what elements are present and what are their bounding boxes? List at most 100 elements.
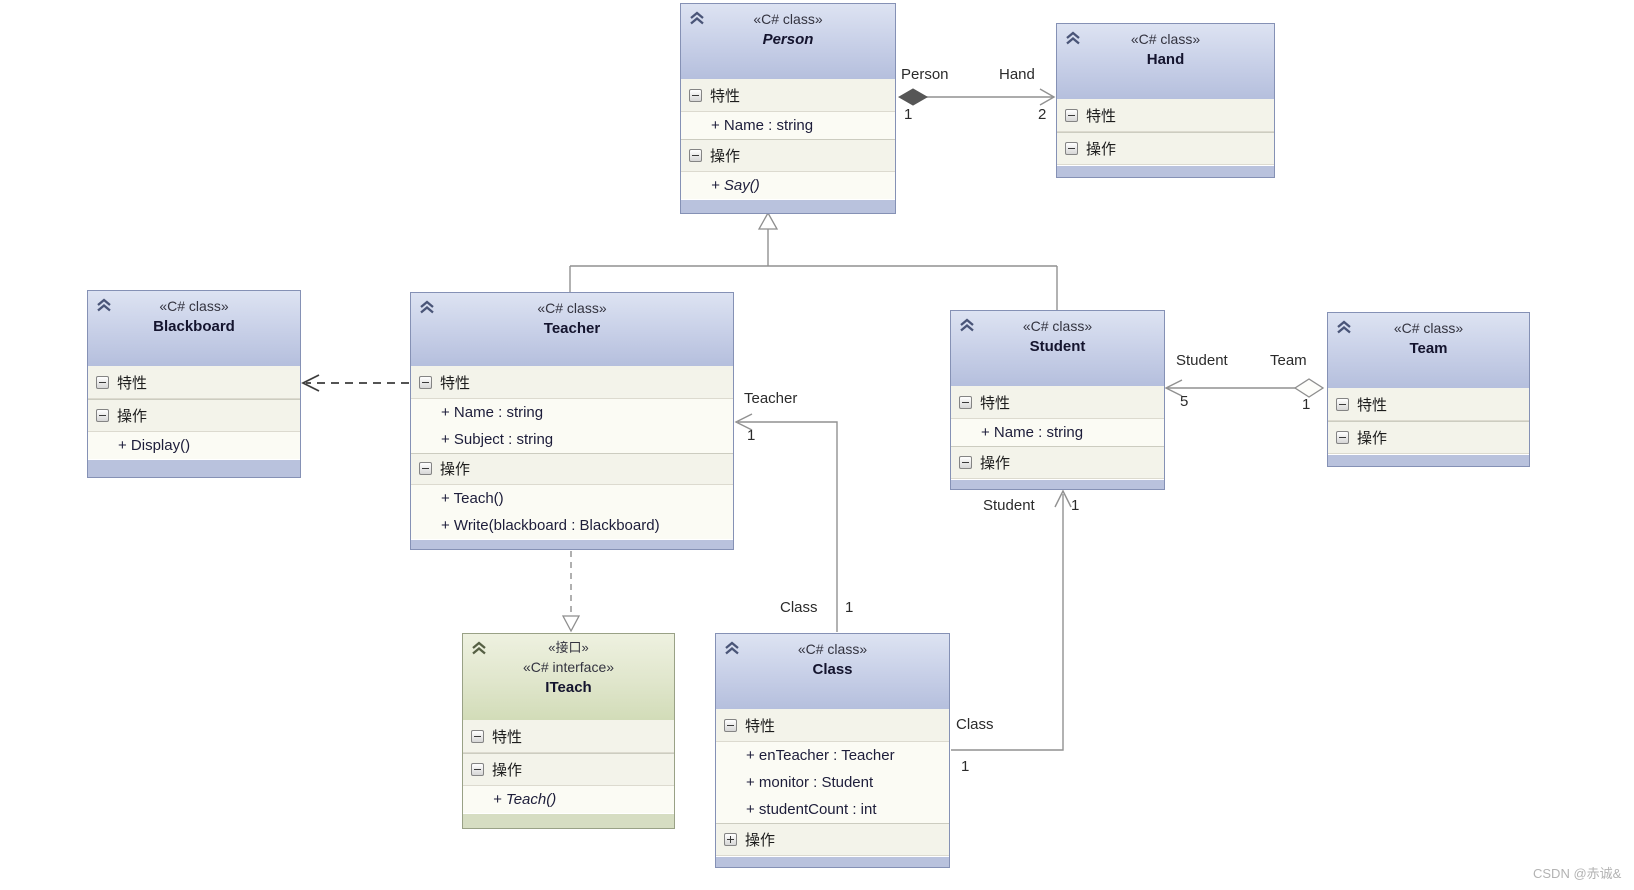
role-label-class-teacher-end: Class: [780, 599, 818, 616]
collapse-chevron-icon[interactable]: [958, 318, 976, 333]
aggregation-connector-student-team[interactable]: [1164, 378, 1325, 398]
collapse-section-icon[interactable]: [96, 409, 109, 422]
dependency-connector-teacher-blackboard[interactable]: [301, 374, 409, 392]
role-label-hand: Hand: [999, 66, 1035, 83]
operations-section-header: 操作: [1328, 421, 1529, 454]
collapse-section-icon[interactable]: [1336, 397, 1349, 411]
class-name: Hand: [1146, 51, 1185, 68]
box-footer: [1328, 454, 1529, 466]
class-name: Student: [1029, 338, 1086, 355]
class-header-class: «C# class» Class: [716, 634, 949, 709]
section-label: 操作: [745, 832, 776, 849]
operations-section-header: 操作: [681, 139, 895, 172]
collapse-chevron-icon[interactable]: [723, 641, 741, 656]
class-box-blackboard[interactable]: «C# class» Blackboard 特性 操作 + Display(): [87, 290, 301, 478]
stereotype-label: «C# interface»: [522, 659, 615, 675]
realization-connector-teacher-iteach[interactable]: [561, 551, 581, 633]
multiplicity-student: 1: [1071, 497, 1080, 514]
interface-box-iteach[interactable]: «接口» «C# interface» ITeach 特性 操作 + Teach…: [462, 633, 675, 829]
class-box-team[interactable]: «C# class» Team 特性 操作: [1327, 312, 1530, 467]
collapse-section-icon[interactable]: [471, 763, 484, 776]
collapse-section-icon[interactable]: [689, 88, 702, 102]
collapse-section-icon[interactable]: [419, 375, 432, 389]
collapse-section-icon[interactable]: [959, 395, 972, 409]
class-box-class[interactable]: «C# class» Class 特性 + enTeacher : Teache…: [715, 633, 950, 868]
composition-connector-person-hand[interactable]: [897, 88, 1056, 106]
section-label: 特性: [710, 87, 741, 105]
collapse-chevron-icon[interactable]: [1064, 31, 1082, 46]
stereotype-label: «C# class»: [537, 300, 607, 316]
collapse-section-icon[interactable]: [1065, 108, 1078, 122]
section-label: 特性: [745, 717, 776, 735]
class-header-teacher: «C# class» Teacher: [411, 293, 733, 367]
attributes-section-header: 特性: [681, 79, 895, 112]
interface-name: ITeach: [545, 679, 592, 696]
section-label: 特性: [980, 394, 1011, 412]
class-box-hand[interactable]: «C# class» Hand 特性 操作: [1056, 23, 1275, 178]
collapse-chevron-icon[interactable]: [95, 298, 113, 313]
attributes-section-header: 特性: [1057, 99, 1274, 132]
role-label-student: Student: [983, 497, 1035, 514]
box-footer: [1057, 165, 1274, 177]
inheritance-connector-person[interactable]: [569, 211, 1058, 311]
collapse-section-icon[interactable]: [1065, 142, 1078, 155]
operations-section-header: 操作: [951, 446, 1164, 479]
section-label: 操作: [710, 148, 741, 165]
collapse-chevron-icon[interactable]: [688, 11, 706, 26]
attribute-row: + monitor : Student: [716, 769, 949, 796]
collapse-section-icon[interactable]: [724, 718, 737, 732]
operations-section-header: 操作: [716, 823, 949, 856]
collapse-section-icon[interactable]: [689, 149, 702, 162]
class-name: Teacher: [543, 320, 601, 337]
role-label-teacher: Teacher: [744, 390, 798, 407]
multiplicity-student-team: 5: [1180, 393, 1189, 410]
operation-row: + Teach(): [463, 786, 674, 813]
multiplicity-hand: 2: [1038, 106, 1047, 123]
multiplicity-class-student-end: 1: [961, 758, 970, 775]
expand-section-icon[interactable]: [724, 833, 737, 846]
collapse-chevron-icon[interactable]: [1335, 320, 1353, 335]
stereotype-label: «C# class»: [1393, 320, 1464, 336]
attributes-section-header: 特性: [716, 709, 949, 742]
class-box-teacher[interactable]: «C# class» Teacher 特性 + Name : string + …: [410, 292, 734, 550]
section-label: 操作: [1357, 430, 1388, 447]
stereotype-label: «接口»: [548, 640, 589, 655]
stereotype-label: «C# class»: [797, 641, 868, 657]
attributes-section-header: 特性: [1328, 388, 1529, 421]
role-label-person: Person: [901, 66, 949, 83]
multiplicity-team: 1: [1302, 396, 1311, 413]
section-label: 特性: [117, 374, 148, 392]
box-footer: [463, 813, 674, 828]
collapse-chevron-icon[interactable]: [470, 641, 488, 656]
collapse-section-icon[interactable]: [959, 456, 972, 469]
collapse-chevron-icon[interactable]: [418, 300, 436, 315]
role-label-team: Team: [1270, 352, 1307, 369]
attribute-row: + Name : string: [951, 419, 1164, 446]
box-footer: [716, 856, 949, 867]
operation-row: + Teach(): [411, 485, 733, 512]
role-label-class-student-end: Class: [956, 716, 994, 733]
box-footer: [681, 199, 895, 213]
attribute-row: + Name : string: [411, 398, 733, 426]
class-header-team: «C# class» Team: [1328, 313, 1529, 388]
collapse-section-icon[interactable]: [96, 375, 109, 389]
class-box-student[interactable]: «C# class» Student 特性 + Name : string 操作: [950, 310, 1165, 490]
collapse-section-icon[interactable]: [471, 729, 484, 743]
operation-row: + Display(): [88, 432, 300, 459]
section-label: 操作: [117, 408, 148, 425]
operations-section-header: 操作: [1057, 132, 1274, 165]
operation-row: + Write(blackboard : Blackboard): [411, 512, 733, 539]
association-connector-class-student[interactable]: [951, 489, 1072, 751]
class-box-person[interactable]: «C# class» Person 特性 + Name : string 操作 …: [680, 3, 896, 214]
attributes-section-header: 特性: [463, 720, 674, 753]
collapse-section-icon[interactable]: [419, 462, 432, 476]
collapse-section-icon[interactable]: [1336, 431, 1349, 444]
box-footer: [951, 479, 1164, 489]
class-header-person: «C# class» Person: [681, 4, 895, 79]
association-connector-class-teacher[interactable]: [734, 413, 838, 632]
interface-header-iteach: «接口» «C# interface» ITeach: [463, 634, 674, 720]
class-name: Blackboard: [153, 318, 235, 335]
operation-row: + Say(): [681, 172, 895, 199]
section-label: 特性: [1357, 396, 1388, 414]
